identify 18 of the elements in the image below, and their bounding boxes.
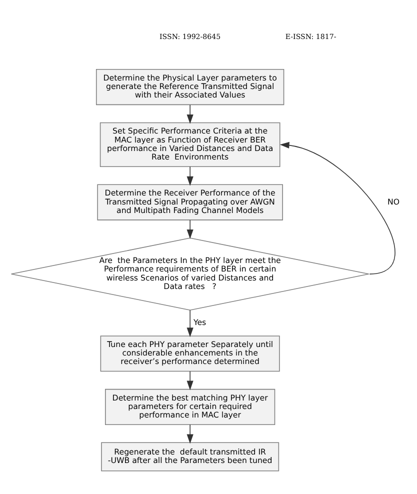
node-diamond: Are the Parameters In the PHY layer meet the Performance requirements of BER in certain wireless Scenarios of varied Distances and Data rates ? [10,238,370,311]
node-box: Determine the Physical Layer parameters to generate the Reference Transmitted Signal with their Associated Values [96,69,284,106]
label: E-ISSN: 1817- [285,32,336,41]
arrow [186,166,194,186]
arrow [186,220,194,239]
label: ISSN: 1992-8645 [160,32,221,41]
arrow [280,142,396,274]
arrow [186,370,194,390]
arrow [186,424,194,444]
edge-label: Yes [193,318,206,328]
arrow [186,104,194,124]
node-box: Tune each PHY parameter Separately until considerable enhancements in the receiver’s performance determined [100,336,280,372]
node-box: Determine the best matching PHY layer parameters for certain required performance in MAC layer [105,388,276,425]
node-box: Regenerate the default transmitted IR -UWB after all the Parameters been tuned [101,442,280,472]
node-box: Set Specific Performance Criteria at the MAC layer as Function of Receiver BER performance in Varied Distances and Data Rate Environments [100,122,280,168]
node-box: Determine the Receiver Performance of the Transmitted Signal Propagating over AWGN and Multipath Fading Channel Models [97,184,283,220]
edge-label: NO [387,197,400,206]
arrow [186,310,194,338]
